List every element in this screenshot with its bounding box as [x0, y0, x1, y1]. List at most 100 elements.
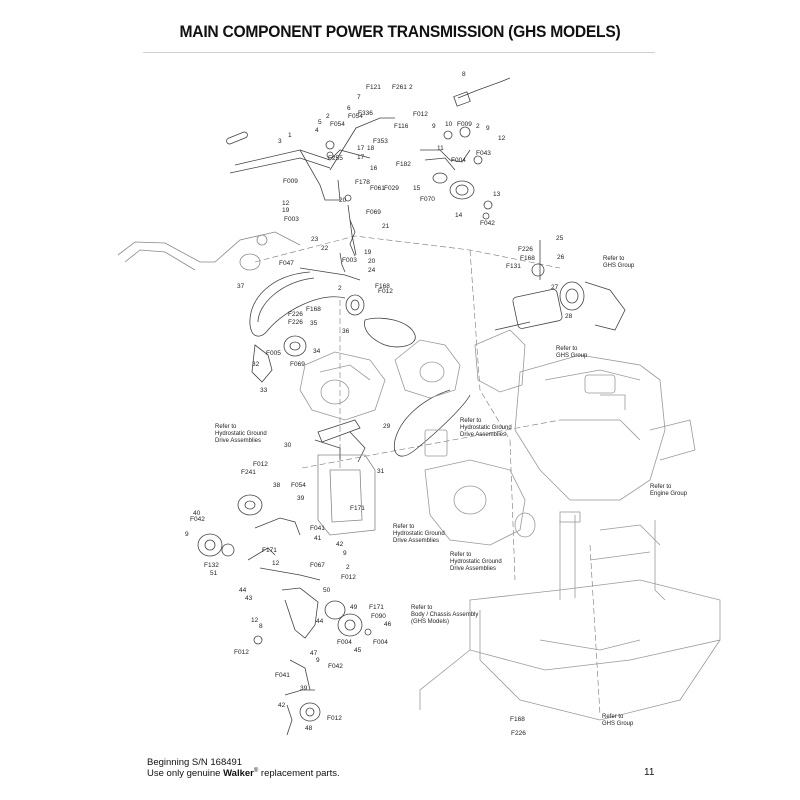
- part-callout: F012: [327, 715, 342, 722]
- part-callout: 31: [377, 468, 385, 475]
- idler-arm-assembly: [420, 126, 493, 220]
- part-callout: 3: [278, 138, 282, 145]
- tagline-suffix: replacement parts.: [258, 768, 340, 780]
- part-callout: F336: [358, 110, 373, 117]
- refer-to-line: Refer to: [556, 346, 578, 352]
- part-callout: F090: [371, 613, 386, 620]
- part-callout: F226: [511, 730, 526, 737]
- part-callout: 13: [493, 191, 501, 198]
- part-callout: F004: [337, 639, 352, 646]
- part-callout: F047: [279, 260, 294, 267]
- part-callout: F168: [510, 716, 525, 723]
- part-callout: 20: [368, 258, 376, 265]
- part-callout: 47: [310, 650, 318, 657]
- part-callout: F054: [348, 113, 363, 120]
- part-callout: 38: [273, 482, 281, 489]
- part-callout: F069: [290, 361, 305, 368]
- genuine-parts-note: Use only genuine Walker® replacement par…: [147, 768, 340, 779]
- refer-to-line: Hydrostatic Ground: [393, 531, 445, 537]
- part-callout: 12: [498, 135, 506, 142]
- part-callout: F171: [350, 505, 365, 512]
- part-callout: 2: [346, 564, 350, 571]
- part-callout: 24: [368, 267, 376, 274]
- part-callout: 45: [354, 647, 362, 654]
- part-callout: 9: [486, 125, 490, 132]
- part-callout: F261: [392, 84, 407, 91]
- part-callout: 44: [316, 618, 324, 625]
- part-callout: 22: [321, 245, 329, 252]
- part-callout: F226: [518, 246, 533, 253]
- refer-to-line: Drive Assemblies: [215, 438, 261, 444]
- part-callout: 25: [556, 235, 564, 242]
- part-callout: 44: [239, 587, 247, 594]
- part-callout: 50: [323, 587, 331, 594]
- refer-to-line: GHS Group: [556, 353, 588, 359]
- refer-to-line: Refer to: [603, 256, 625, 262]
- part-callout: 9: [343, 550, 347, 557]
- part-callout: F041: [310, 525, 325, 532]
- part-callout: 42: [336, 541, 344, 548]
- drive-belts: [249, 271, 471, 457]
- part-callout: F255: [328, 155, 343, 162]
- part-callout: F070: [420, 196, 435, 203]
- refer-to-line: Refer to: [411, 605, 433, 611]
- diagram-linework: [117, 77, 721, 736]
- part-callout: F012: [378, 288, 393, 295]
- part-callout: 17: [357, 154, 365, 161]
- part-callout: F168: [520, 255, 535, 262]
- part-callout: F171: [369, 604, 384, 611]
- jack-shaft-assembly: [283, 252, 365, 357]
- refer-to-line: Refer to: [450, 552, 472, 558]
- mounting-bracket: [317, 454, 376, 536]
- part-callout: F004: [451, 157, 466, 164]
- steering-handle-frame: [117, 231, 301, 271]
- part-callout: 35: [310, 320, 318, 327]
- part-callout: 9: [185, 531, 189, 538]
- part-callout: F171: [262, 547, 277, 554]
- part-callout: F012: [413, 111, 428, 118]
- refer-to-line: Hydrostatic Ground: [460, 425, 512, 431]
- part-callout: F004: [373, 639, 388, 646]
- part-callout: 18: [367, 145, 375, 152]
- part-callout: 48: [305, 725, 313, 732]
- cable-assembly: [453, 77, 511, 107]
- part-callout: F042: [190, 516, 205, 523]
- drive-shaft-assembly: [314, 419, 366, 463]
- part-callout: F069: [366, 209, 381, 216]
- part-callout: F182: [396, 161, 411, 168]
- part-callout: F005: [266, 350, 281, 357]
- part-callout: F121: [366, 84, 381, 91]
- hydrostatic-pump-assembly: [299, 329, 526, 421]
- part-callout: F042: [480, 220, 495, 227]
- assembly-guide-lines: [254, 235, 601, 716]
- part-callout: F009: [283, 178, 298, 185]
- part-callout: 30: [284, 442, 292, 449]
- part-callout: 21: [382, 223, 390, 230]
- part-callout: F012: [253, 461, 268, 468]
- part-callout: 23: [311, 236, 319, 243]
- gearbox-assembly: [494, 240, 626, 331]
- part-callout: 12: [251, 617, 259, 624]
- part-callout: 43: [245, 595, 253, 602]
- part-callout: F043: [476, 150, 491, 157]
- part-callout: 11: [437, 145, 444, 152]
- lower-pulley-stack: [197, 494, 372, 736]
- refer-to-line: (GHS Models): [411, 619, 449, 625]
- part-callout: F178: [355, 179, 370, 186]
- part-callout: 39: [297, 495, 305, 502]
- part-callout: 2: [326, 113, 330, 120]
- part-callout: F241: [241, 469, 256, 476]
- part-callout: 34: [313, 348, 321, 355]
- part-callout: 41: [314, 535, 322, 542]
- part-callout: F054: [330, 121, 345, 128]
- part-callout: F353: [373, 138, 388, 145]
- refer-to-line: Body / Chassis Assembly: [411, 612, 478, 618]
